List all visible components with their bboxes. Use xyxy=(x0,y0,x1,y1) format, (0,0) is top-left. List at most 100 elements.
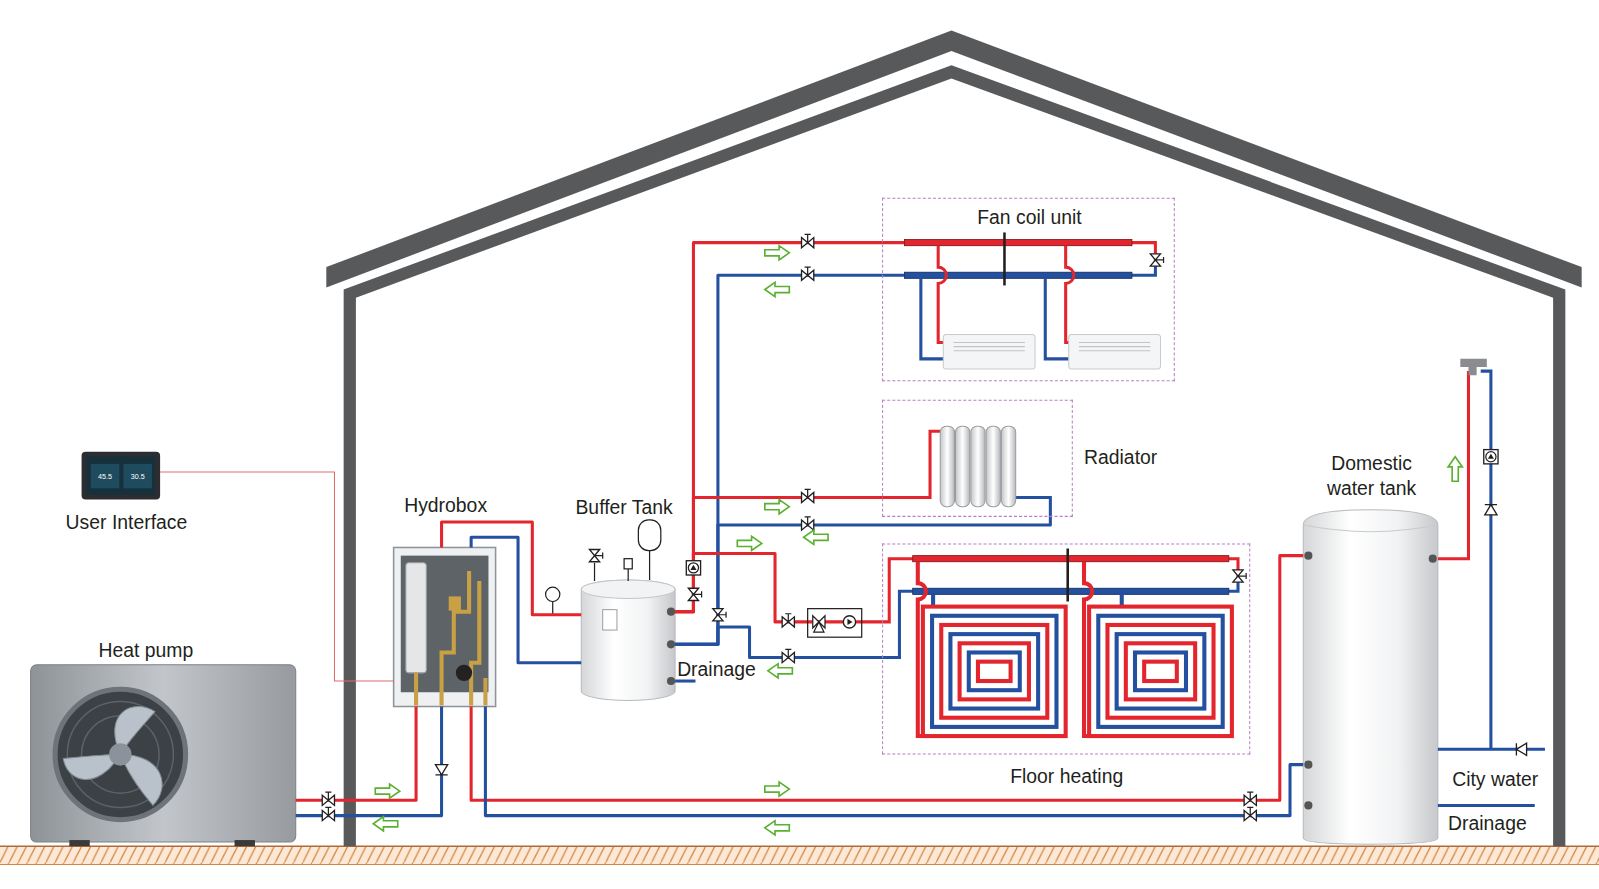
tank-fitting xyxy=(667,640,675,648)
heat-pump-casing xyxy=(31,665,296,842)
bypass-valve xyxy=(1150,254,1163,266)
brass-pipes xyxy=(416,571,485,706)
radiator-group: Radiator xyxy=(882,400,1073,517)
flow-arrow xyxy=(1448,457,1462,481)
radiator-section xyxy=(940,426,954,507)
flow-arrow xyxy=(373,817,397,831)
tank-label-plate xyxy=(603,610,617,630)
house-walls xyxy=(344,65,1566,846)
flow-arrow xyxy=(804,530,828,544)
drain-pipe xyxy=(1438,804,1535,807)
heat-pump-foot xyxy=(69,840,89,846)
red-pipe xyxy=(675,554,882,622)
fan-coil-cabinet xyxy=(1069,334,1161,369)
blue-pipe xyxy=(296,707,442,816)
manifold-divider xyxy=(1003,232,1006,285)
fan-coil-group: Fan coil unit xyxy=(882,198,1175,382)
floor-loop xyxy=(1098,616,1222,727)
ground-band xyxy=(0,846,1599,864)
thermometer xyxy=(624,559,632,569)
valve-symbol xyxy=(802,234,814,247)
supply-manifold xyxy=(905,240,1132,246)
radiator-return xyxy=(1016,498,1051,517)
return-manifold xyxy=(913,588,1229,594)
blue-pipe xyxy=(675,517,1050,644)
valve-symbol xyxy=(688,588,701,600)
radiator-supply xyxy=(882,431,940,497)
pressure-gauge xyxy=(546,587,560,601)
mixing-pump-triangle xyxy=(847,619,852,625)
screen-reading: 30.5 xyxy=(123,472,152,481)
valve-symbol xyxy=(1244,807,1256,820)
fan-blades xyxy=(63,707,162,806)
blue-pipe xyxy=(485,707,1303,816)
gauge-stem xyxy=(552,602,553,615)
component-label: Heat pump xyxy=(64,639,227,661)
return-manifold xyxy=(905,272,1132,278)
tablet-body xyxy=(82,452,161,500)
pump-symbol xyxy=(686,561,700,575)
group-title: Radiator xyxy=(1084,447,1196,469)
floor-loop xyxy=(950,634,1038,708)
check-valve-symbol xyxy=(1485,505,1497,515)
floor-loop xyxy=(960,643,1029,699)
red-pipe xyxy=(675,243,882,612)
floor-loop xyxy=(923,607,1066,736)
valve-symbol xyxy=(802,267,814,280)
control-wire xyxy=(160,472,394,681)
floor-loop xyxy=(1126,643,1195,699)
screen-panel xyxy=(91,464,120,488)
valve-symbol xyxy=(322,807,334,820)
flow-arrow xyxy=(765,246,789,260)
heat-pump: Heat pump xyxy=(31,665,296,844)
floor-loop xyxy=(1117,634,1205,708)
tablet-screen xyxy=(87,457,155,495)
supply-manifold xyxy=(913,556,1229,562)
tank-fitting xyxy=(667,608,675,616)
hydrobox-interior xyxy=(401,556,489,693)
mixing-station-box xyxy=(808,609,862,638)
screen-panel xyxy=(123,464,152,488)
pipe-label: Drainage xyxy=(1448,813,1550,835)
pipe-label: City water xyxy=(1452,769,1554,791)
bypass-valve xyxy=(1233,570,1246,582)
red-pipe xyxy=(471,556,1303,801)
radiator-section xyxy=(956,426,970,507)
flow-arrow xyxy=(375,784,399,798)
radiator-section xyxy=(986,426,1000,507)
valve-symbol xyxy=(322,792,334,805)
floor-loop xyxy=(1135,652,1186,690)
red-pipe xyxy=(296,707,416,801)
dhw-tank-body xyxy=(1303,510,1438,844)
manifold-divider xyxy=(1066,548,1069,601)
three-way-valve xyxy=(813,616,825,632)
component-label: Domestic water tank xyxy=(1311,451,1431,502)
buffer-tank-top xyxy=(581,580,675,598)
check-valve-symbol xyxy=(1516,743,1526,755)
valve-symbol xyxy=(802,489,814,502)
mixing-pump xyxy=(843,616,855,628)
flow-arrow xyxy=(737,536,761,550)
fan-coil-cabinet xyxy=(943,334,1035,369)
city-water-pipe xyxy=(1438,371,1545,749)
component-label: Buffer Tank xyxy=(553,496,696,518)
flow-arrow xyxy=(765,282,789,296)
valve-symbol xyxy=(782,614,794,627)
flow-arrow xyxy=(768,664,792,678)
floor-loop xyxy=(932,616,1056,727)
valve-symbol xyxy=(713,609,726,621)
tank-fitting xyxy=(1304,761,1312,769)
pump-symbol xyxy=(1484,450,1498,464)
group-title: Floor heating xyxy=(965,766,1169,788)
blue-pipe xyxy=(471,537,581,662)
circulation-pump xyxy=(456,665,472,681)
floor-loop xyxy=(978,662,1011,681)
tank-fitting xyxy=(1429,555,1437,563)
tank-fitting xyxy=(1304,552,1312,560)
fan-coil-grille xyxy=(953,343,1150,351)
component-label: Hydrobox xyxy=(374,494,517,516)
valve-symbol xyxy=(1244,792,1256,805)
